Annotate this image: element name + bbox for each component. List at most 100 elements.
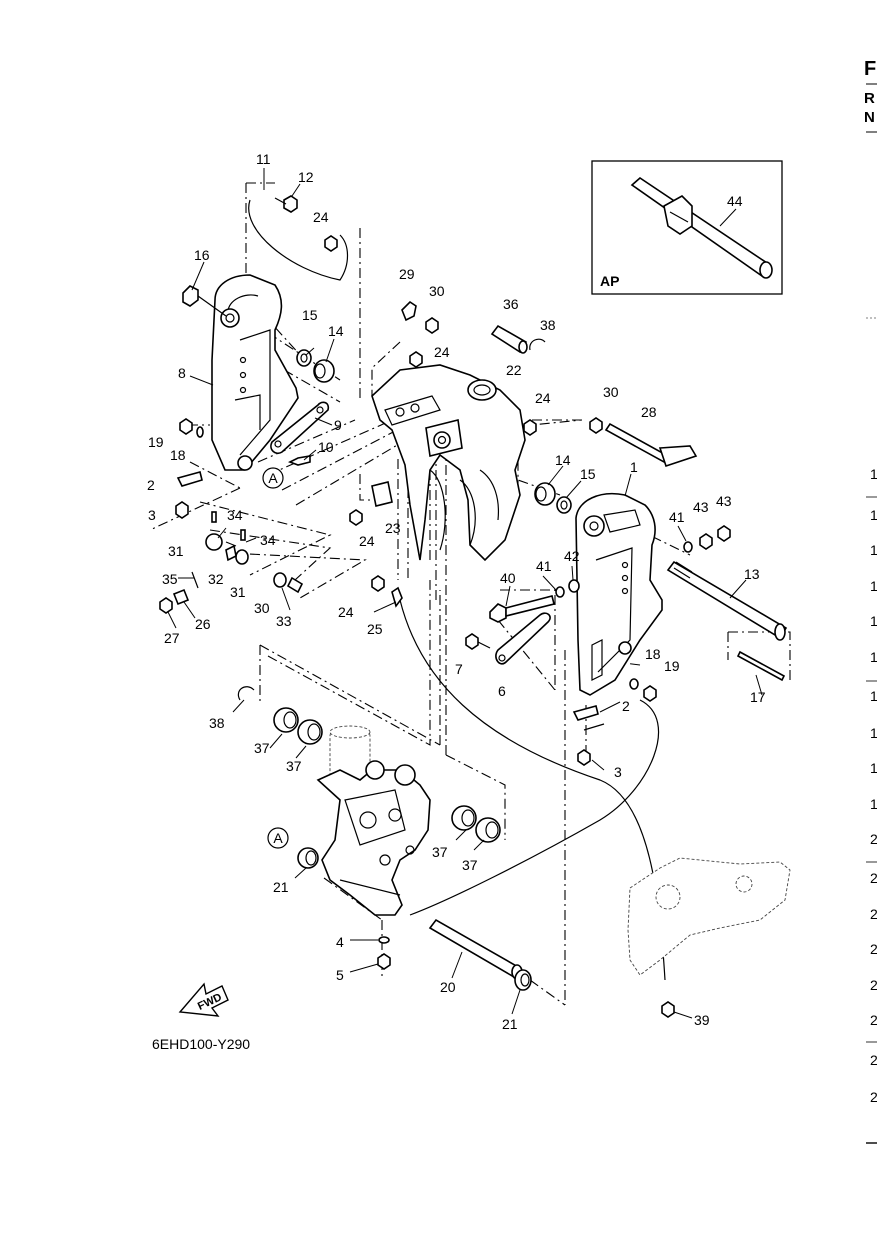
callout-13: 13: [744, 566, 760, 582]
callout-31: 31: [168, 543, 184, 559]
callout-9: 9: [334, 417, 342, 433]
edge-row-number: 1: [870, 688, 877, 704]
callout-8: 8: [178, 365, 186, 381]
reference-marks: A A: [262, 467, 289, 849]
callout-41: 41: [536, 558, 552, 574]
callout-15: 15: [302, 307, 318, 323]
bolt-16: [182, 285, 227, 317]
edge-row-number: 2: [870, 906, 877, 922]
cotter-pin-17: [736, 650, 786, 682]
rod-28: [604, 422, 698, 468]
link-6: [495, 612, 551, 665]
callout-2: 2: [622, 698, 630, 714]
callout-30: 30: [603, 384, 619, 400]
edge-row-number: 2: [870, 870, 877, 886]
edge-row-number: 1: [870, 649, 877, 665]
callout-28: 28: [641, 404, 657, 420]
shaft-20: [428, 918, 523, 980]
edge-row-number: 2: [870, 1052, 877, 1068]
callout-3: 3: [148, 507, 156, 523]
callout-40: 40: [500, 570, 516, 586]
tilt-shaft-13: [666, 560, 788, 641]
edge-header-line3: N: [864, 109, 875, 126]
bushings-37: [273, 707, 501, 843]
edge-row-number: 1: [870, 760, 877, 776]
callout-18: 18: [170, 447, 186, 463]
callout-18: 18: [645, 646, 661, 662]
edge-header-line1: F: [864, 58, 877, 80]
callout-7: 7: [455, 661, 463, 677]
callout-27: 27: [164, 630, 180, 646]
edge-row-number: 2: [870, 831, 877, 847]
callout-24: 24: [535, 390, 551, 406]
inset-label-ap: AP: [600, 273, 619, 289]
callout-44: 44: [727, 193, 743, 209]
callout-14: 14: [328, 323, 344, 339]
edge-row-number: 1: [870, 796, 877, 812]
callout-3: 3: [614, 764, 622, 780]
callout-30: 30: [254, 600, 270, 616]
callout-31: 31: [230, 584, 246, 600]
callout-34: 34: [260, 532, 276, 548]
callout-24: 24: [434, 344, 450, 360]
callout-30: 30: [429, 283, 445, 299]
plate-9: [270, 401, 330, 455]
special-tool-rod: [630, 176, 773, 279]
left-clamp-bracket: [211, 274, 299, 471]
callout-41: 41: [669, 509, 685, 525]
fasteners: [159, 195, 731, 1018]
callout-14: 14: [555, 452, 571, 468]
callout-19: 19: [664, 658, 680, 674]
callout-37: 37: [286, 758, 302, 774]
callout-38: 38: [540, 317, 556, 333]
edge-header-line2: R: [864, 90, 875, 107]
callout-17: 17: [750, 689, 766, 705]
callout-labels: 11 12 24 16 29 30 36 38 15 14 24 22 8 24…: [147, 151, 766, 1032]
callout-37: 37: [254, 740, 270, 756]
callout-19: 19: [148, 434, 164, 450]
edge-row-number: 2: [870, 1012, 877, 1028]
callout-15: 15: [580, 466, 596, 482]
callout-24: 24: [359, 533, 375, 549]
callout-11: 11: [256, 151, 271, 167]
callout-12: 12: [298, 169, 314, 185]
edge-row-number: 1: [870, 542, 877, 558]
callout-10: 10: [318, 439, 334, 455]
callout-6: 6: [498, 683, 506, 699]
lower-mount-ghost: [627, 857, 791, 976]
callout-leaders: [167, 168, 763, 1019]
callout-20: 20: [440, 979, 456, 995]
edge-row-number: 1: [870, 578, 877, 594]
edge-row-number: 1: [870, 507, 877, 523]
callout-2: 2: [147, 477, 155, 493]
power-trim-tilt-unit: [316, 725, 431, 916]
callout-21: 21: [273, 879, 289, 895]
edge-row-number: 2: [870, 941, 877, 957]
callout-39: 39: [694, 1012, 710, 1028]
callout-4: 4: [336, 934, 344, 950]
callout-33: 33: [276, 613, 292, 629]
callout-38: 38: [209, 715, 225, 731]
callout-5: 5: [336, 967, 344, 983]
callout-24: 24: [313, 209, 329, 225]
inset-box-ap: [591, 160, 783, 295]
swivel-bracket: [371, 364, 526, 562]
callout-22: 22: [506, 362, 522, 378]
edge-row-number: 2: [870, 977, 877, 993]
callout-32: 32: [208, 571, 224, 587]
figure-code: 6EHD100-Y290: [152, 1036, 250, 1052]
fwd-arrow-icon: FWD: [178, 982, 229, 1017]
right-clamp-bracket: [575, 493, 663, 696]
callout-35: 35: [162, 571, 178, 587]
reference-mark-upper: A: [268, 470, 278, 486]
edge-table-rules: [866, 83, 877, 1144]
callout-43: 43: [693, 499, 709, 515]
callout-16: 16: [194, 247, 210, 263]
callout-29: 29: [399, 266, 415, 282]
edge-row-number: 2: [870, 1089, 877, 1105]
callout-42: 42: [564, 548, 580, 564]
callout-23: 23: [385, 520, 401, 536]
callout-1: 1: [630, 459, 638, 475]
bushings-14-washers-15: [296, 349, 572, 514]
